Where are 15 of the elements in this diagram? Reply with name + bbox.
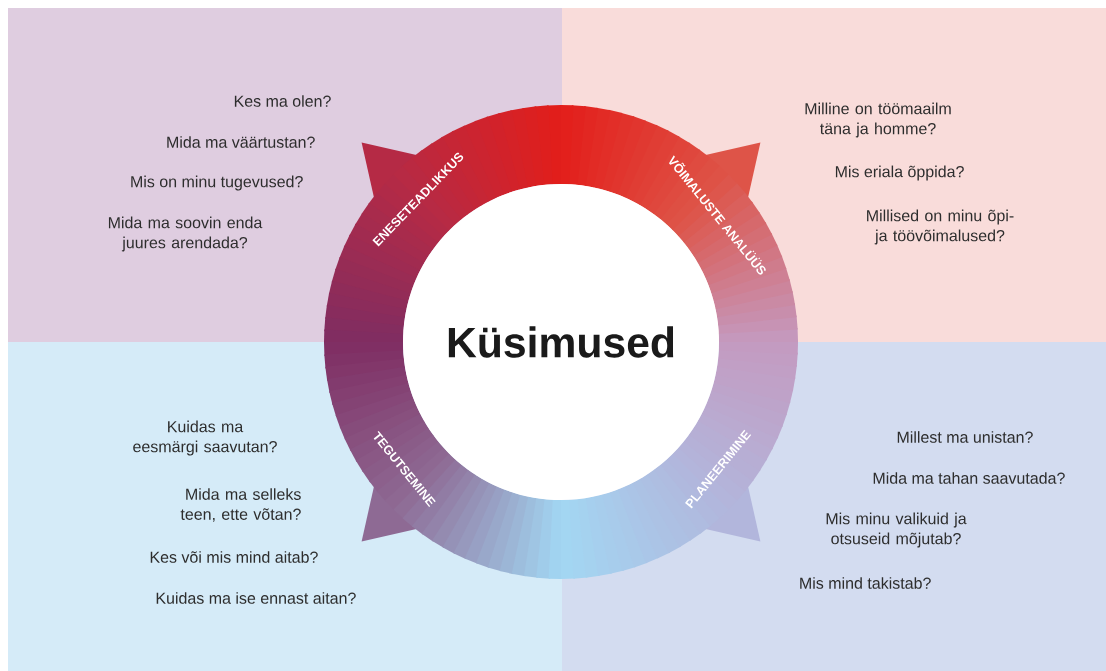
question-text: Mida ma tahan saavutada?	[873, 472, 1065, 484]
question-text: Kes või mis mind aitab?	[150, 551, 318, 563]
question-text: Mida ma selleks teen, ette võtan?	[180, 488, 301, 522]
question-text: Kuidas ma ise ennast aitan?	[156, 592, 356, 604]
question-text: Mis minu valikuid ja otsuseid mõjutab?	[826, 512, 967, 548]
question-text: Mida ma väärtustan?	[167, 136, 315, 148]
question-text: Kes ma olen?	[234, 95, 331, 107]
question-text: Mis eriala õppida?	[835, 165, 964, 181]
question-text: Mis on minu tugevused?	[131, 175, 303, 191]
question-text: Milline on töömaailm täna ja homme?	[805, 102, 951, 138]
question-text: Millised on minu õpi- ja töövõimalused?	[867, 209, 1014, 245]
question-text: Mis mind takistab?	[800, 577, 931, 589]
question-text: Mida ma soovin enda juures arendada?	[108, 216, 263, 252]
question-text: Kuidas ma eesmärgi saavutan?	[133, 420, 277, 456]
question-text: Millest ma unistan?	[897, 431, 1033, 443]
